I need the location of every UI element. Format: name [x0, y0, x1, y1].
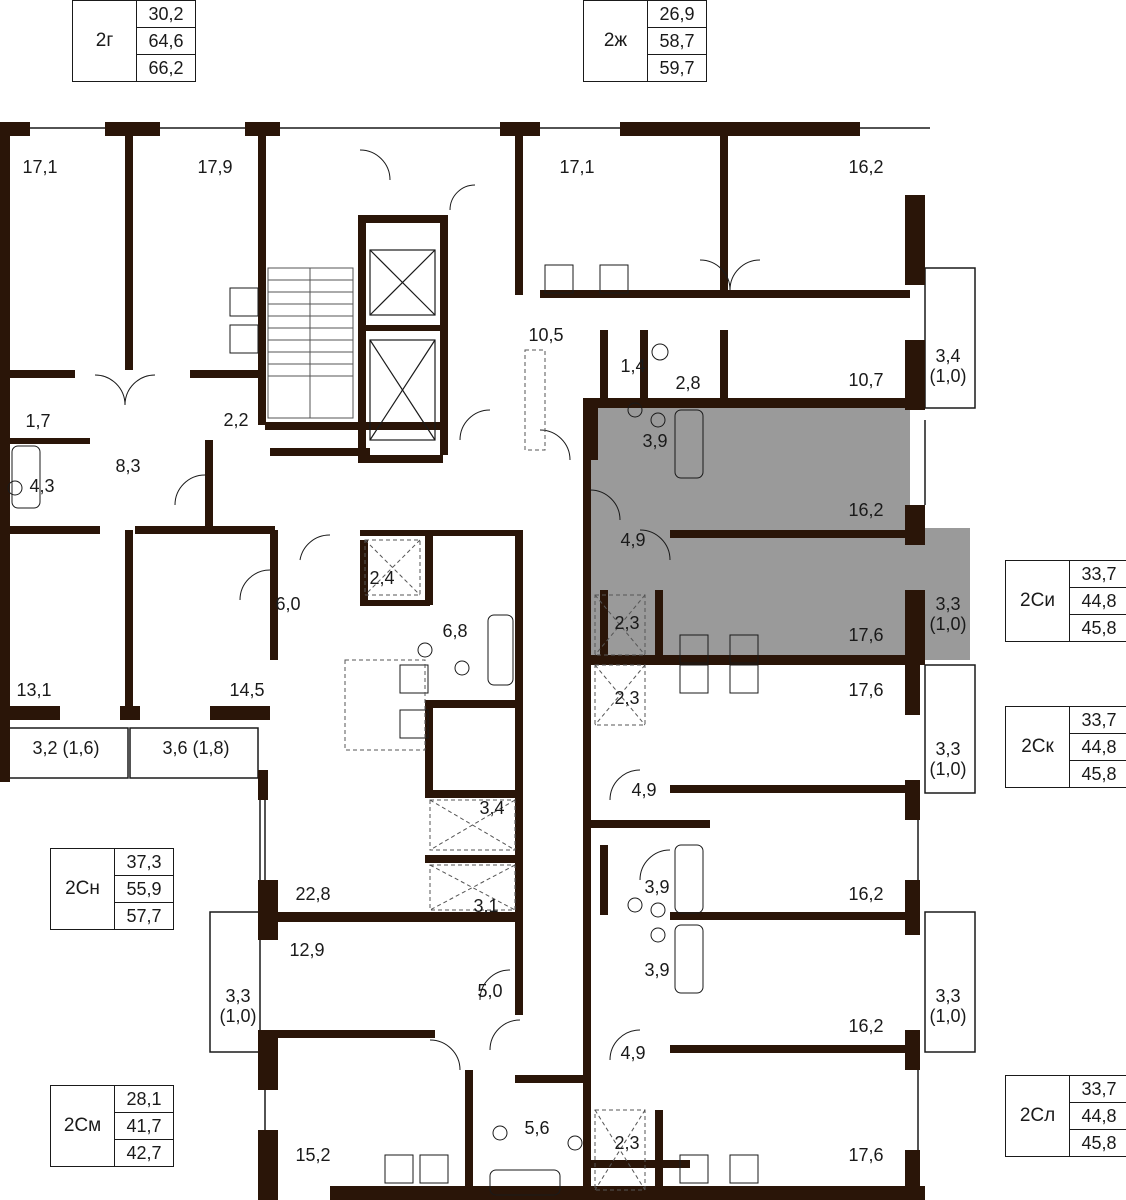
room-area-label: 14,5 — [229, 680, 265, 700]
room-area-label: 16,2 — [848, 884, 884, 904]
dashed-area — [344, 349, 646, 1191]
room-area-label: 3,6 (1,8) — [162, 738, 230, 758]
apartment-area-value: 66,2 — [148, 57, 184, 78]
apartment-area-value: 45,8 — [1081, 763, 1117, 784]
room-area-label: 3,2 (1,6) — [32, 738, 100, 758]
room-area-label: 8,3 — [115, 456, 141, 476]
room-area-label: 3,3 (1,0) — [219, 986, 257, 1026]
room-area-label: 2,3 — [614, 1133, 640, 1153]
room-area-label: 15,2 — [295, 1145, 331, 1165]
apartment-area-value: 44,8 — [1070, 588, 1126, 615]
apartment-area-value: 42,7 — [126, 1142, 162, 1163]
room-area-label: 17,6 — [848, 1145, 884, 1165]
room-area-label: 1,4 — [620, 356, 646, 376]
apartment-type-code: 2г — [73, 1, 137, 81]
room-area-label: 3,9 — [644, 960, 670, 980]
room-area-label: 13,1 — [16, 680, 52, 700]
room-area-label: 5,6 — [524, 1118, 550, 1138]
room-area-label: 22,8 — [295, 884, 331, 904]
apartment-area-value: 58,7 — [648, 28, 706, 55]
room-area-label: 12,9 — [289, 940, 325, 960]
room-area-label: 2,4 — [369, 568, 395, 588]
room-area-label: 3,3 (1,0) — [929, 594, 967, 634]
room-area-label: 10,5 — [528, 325, 564, 345]
apartment-area-value: 37,3 — [115, 849, 173, 876]
apartment-type-code: 2Ск — [1006, 707, 1070, 787]
fixtures — [7, 264, 759, 1196]
room-area-label: 17,6 — [848, 680, 884, 700]
apartment-area-value: 33,7 — [1070, 561, 1126, 588]
room-area-label: 1,7 — [25, 411, 51, 431]
apartment-area-value: 64,6 — [137, 28, 195, 55]
room-area-label: 10,7 — [848, 370, 884, 390]
room-area-label: 17,1 — [559, 157, 595, 177]
room-area-label: 3,4 — [479, 798, 505, 818]
elevators — [369, 249, 436, 441]
apartment-area-value: 45,8 — [1081, 617, 1117, 638]
apartment-area-value: 55,9 — [115, 876, 173, 903]
apartment-type-code: 2Сл — [1006, 1076, 1070, 1156]
apartment-area-value: 44,8 — [1070, 734, 1126, 761]
room-area-label: 3,9 — [642, 431, 668, 451]
apartment-area-value: 41,7 — [115, 1113, 173, 1140]
room-area-label: 16,2 — [848, 1016, 884, 1036]
apartment-area-value: 33,7 — [1070, 1076, 1126, 1103]
apartment-type-code: 2Сн — [51, 849, 115, 929]
doors — [94, 149, 761, 1071]
apartment-area-value: 28,1 — [115, 1086, 173, 1113]
apartment-type-code: 2ж — [584, 1, 648, 81]
room-area-label: 17,1 — [22, 157, 58, 177]
room-area-label: 3,9 — [644, 877, 670, 897]
room-area-label: 2,2 — [223, 410, 249, 430]
apartment-type-code: 2Си — [1006, 561, 1070, 641]
room-area-label: 4,3 — [29, 476, 55, 496]
room-area-label: 4,9 — [631, 780, 657, 800]
room-area-label: 2,3 — [614, 688, 640, 708]
apartment-area-value: 59,7 — [659, 57, 695, 78]
apartment-area-value: 57,7 — [126, 905, 162, 926]
room-area-label: 6,0 — [275, 594, 301, 614]
room-area-label: 3,1 — [473, 896, 499, 916]
room-area-label: 2,3 — [614, 613, 640, 633]
room-area-label: 16,2 — [848, 157, 884, 177]
room-area-label: 2,8 — [675, 373, 701, 393]
apartment-area-value: 30,2 — [137, 1, 195, 28]
room-area-label: 5,0 — [477, 981, 503, 1001]
room-area-label: 17,6 — [848, 625, 884, 645]
walls — [0, 122, 925, 1200]
room-area-label: 16,2 — [848, 500, 884, 520]
apartment-area-value: 44,8 — [1070, 1103, 1126, 1130]
apartment-area-value: 45,8 — [1081, 1132, 1117, 1153]
room-area-label: 17,9 — [197, 157, 233, 177]
apartment-type-code: 2См — [51, 1086, 115, 1166]
room-area-label: 4,9 — [620, 530, 646, 550]
room-area-label: 6,8 — [442, 621, 468, 641]
room-area-label: 3,3 (1,0) — [929, 986, 967, 1026]
staircase — [267, 267, 354, 419]
room-area-label: 3,4 (1,0) — [929, 346, 967, 386]
room-area-label: 4,9 — [620, 1043, 646, 1063]
room-area-label: 3,3 (1,0) — [929, 739, 967, 779]
apartment-area-value: 33,7 — [1070, 707, 1126, 734]
apartment-area-value: 26,9 — [648, 1, 706, 28]
